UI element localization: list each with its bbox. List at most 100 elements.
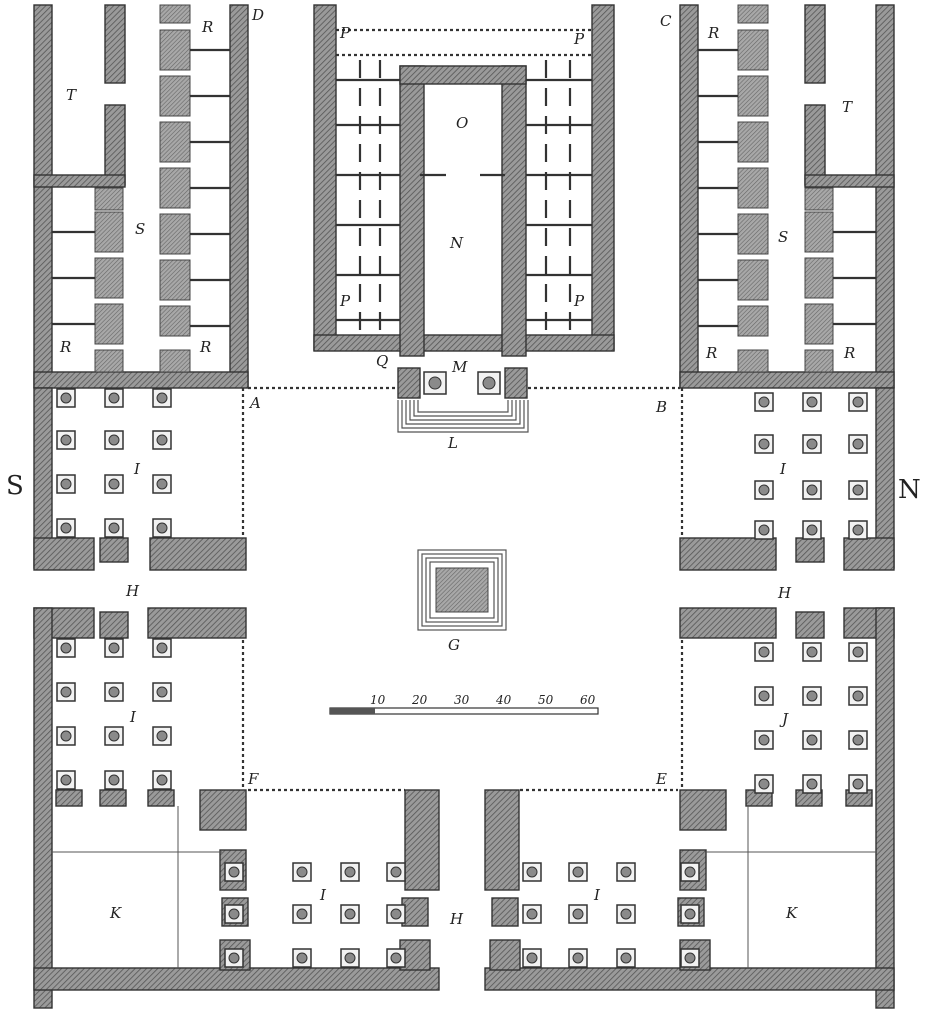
label-l-steps: L bbox=[447, 434, 458, 452]
label-i-upper-left: I bbox=[133, 460, 141, 478]
column-shaft bbox=[572, 866, 584, 878]
scale-tick-20: 20 bbox=[411, 693, 428, 707]
column-shaft bbox=[852, 734, 864, 746]
column-shaft bbox=[620, 952, 632, 964]
column-shaft bbox=[684, 908, 696, 920]
column-shaft bbox=[156, 686, 168, 698]
label-i-lower-left: I bbox=[129, 708, 137, 726]
label-e: E bbox=[655, 770, 667, 788]
column-shaft bbox=[60, 730, 72, 742]
column-shaft bbox=[852, 690, 864, 702]
label-o: O bbox=[456, 114, 468, 132]
column-shaft bbox=[344, 866, 356, 878]
column-shaft bbox=[758, 646, 770, 658]
label-k-right: K bbox=[785, 904, 798, 922]
column-shaft bbox=[156, 392, 168, 404]
column-shaft bbox=[852, 396, 864, 408]
court-boundary bbox=[241, 386, 684, 792]
label-t-right: T bbox=[842, 98, 853, 116]
left-wing-top bbox=[33, 4, 249, 389]
scale-tick-60: 60 bbox=[580, 693, 596, 707]
column-shaft bbox=[60, 522, 72, 534]
label-p-top-right: P bbox=[573, 30, 585, 48]
right-colonnade-upper bbox=[679, 387, 895, 571]
column-shaft bbox=[806, 646, 818, 658]
column-shaft bbox=[108, 522, 120, 534]
left-colonnade-lower bbox=[33, 607, 247, 1009]
column-shaft bbox=[806, 484, 818, 496]
column-shaft bbox=[60, 642, 72, 654]
plan-labels: S N T T R R S S R R R R D C P P P P O N … bbox=[6, 6, 921, 928]
column-shaft bbox=[852, 524, 864, 536]
label-p-top-left: P bbox=[339, 24, 351, 42]
label-i-entry-right: I bbox=[593, 886, 601, 904]
column-shaft bbox=[852, 484, 864, 496]
column-shaft bbox=[572, 952, 584, 964]
column-shaft bbox=[156, 434, 168, 446]
column-shaft bbox=[228, 952, 240, 964]
label-d: D bbox=[251, 6, 264, 24]
column-shaft bbox=[806, 396, 818, 408]
orientation-north: N bbox=[898, 475, 921, 505]
column-shaft bbox=[390, 866, 402, 878]
label-s-right: S bbox=[778, 228, 788, 246]
columns bbox=[56, 388, 868, 968]
column-shaft bbox=[228, 866, 240, 878]
column-shaft bbox=[526, 952, 538, 964]
scale-tick-50: 50 bbox=[538, 693, 554, 707]
column-shaft bbox=[852, 778, 864, 790]
label-p-bottom-right: P bbox=[573, 292, 585, 310]
column-shaft bbox=[806, 524, 818, 536]
column-shaft bbox=[60, 774, 72, 786]
scale-tick-10: 10 bbox=[370, 693, 386, 707]
column-shaft bbox=[60, 392, 72, 404]
orientation-south: S bbox=[6, 471, 24, 501]
column-shaft bbox=[758, 438, 770, 450]
label-r-right-bottom-1: R bbox=[705, 344, 717, 362]
column-shaft bbox=[758, 778, 770, 790]
label-i-entry-left: I bbox=[319, 886, 327, 904]
column-shaft bbox=[156, 642, 168, 654]
right-wing-top bbox=[679, 4, 895, 389]
label-t-left: T bbox=[66, 86, 77, 104]
column-shaft bbox=[60, 478, 72, 490]
column-shaft bbox=[156, 522, 168, 534]
label-g: G bbox=[448, 636, 460, 654]
column-shaft bbox=[228, 908, 240, 920]
scale-bar: 10 20 30 40 50 60 bbox=[329, 693, 599, 715]
column-shaft bbox=[806, 778, 818, 790]
column-shaft bbox=[852, 646, 864, 658]
scale-tick-30: 30 bbox=[454, 693, 470, 707]
label-r-right-bottom-2: R bbox=[843, 344, 855, 362]
label-s-left: S bbox=[135, 220, 145, 238]
sanctuary bbox=[313, 4, 615, 433]
label-a: A bbox=[248, 394, 261, 412]
column-shaft bbox=[572, 908, 584, 920]
column-shaft bbox=[526, 908, 538, 920]
column-shaft bbox=[108, 392, 120, 404]
column-shaft bbox=[108, 434, 120, 446]
column-shaft bbox=[806, 734, 818, 746]
label-p-bottom-left: P bbox=[339, 292, 351, 310]
right-colonnade-lower bbox=[679, 607, 895, 1009]
column-shaft bbox=[526, 866, 538, 878]
column-shaft bbox=[620, 908, 632, 920]
column-shaft bbox=[108, 478, 120, 490]
column-shaft bbox=[296, 952, 308, 964]
label-r-left-bottom-2: R bbox=[199, 338, 211, 356]
column-shaft bbox=[852, 438, 864, 450]
label-h-left: H bbox=[125, 582, 140, 600]
column-shaft bbox=[60, 686, 72, 698]
label-c: C bbox=[660, 12, 672, 30]
column-shaft bbox=[60, 434, 72, 446]
altar bbox=[417, 549, 507, 631]
column-shaft bbox=[108, 642, 120, 654]
column-shaft bbox=[758, 734, 770, 746]
column-shaft bbox=[344, 908, 356, 920]
label-h-entrance: H bbox=[449, 910, 464, 928]
entrance-front bbox=[33, 789, 895, 991]
label-r-right-top: R bbox=[707, 24, 719, 42]
column-shaft bbox=[390, 952, 402, 964]
column-shaft bbox=[758, 396, 770, 408]
